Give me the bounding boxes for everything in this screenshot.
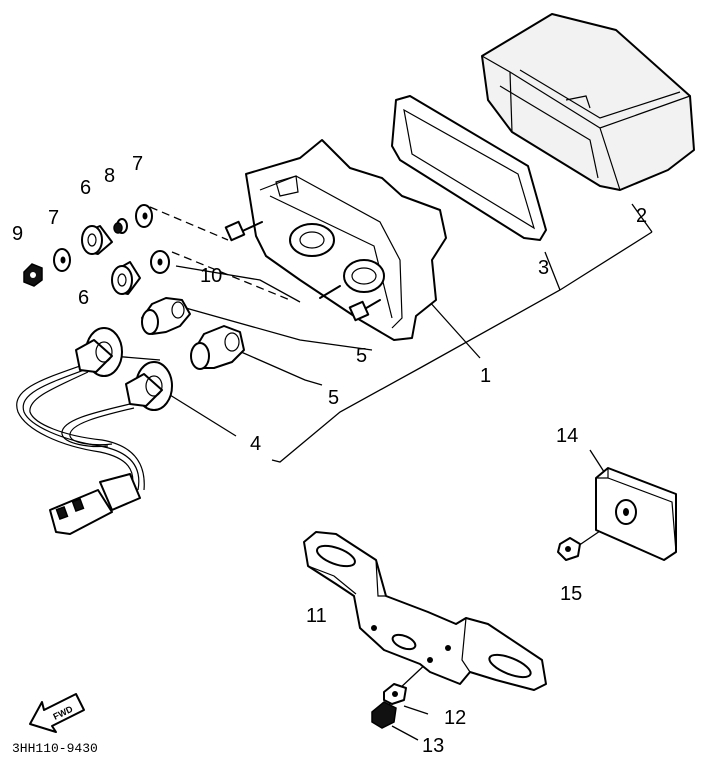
nut-part-9 bbox=[23, 263, 43, 287]
nut-part-15 bbox=[557, 537, 581, 561]
socket-upper bbox=[75, 327, 123, 377]
callout-5b: 5 bbox=[328, 387, 339, 409]
bulb-upper bbox=[141, 297, 191, 335]
nut-part-13 bbox=[371, 701, 397, 729]
socket-harness-part-4 bbox=[16, 327, 173, 535]
washer-part-7b bbox=[135, 204, 153, 228]
callout-1: 1 bbox=[480, 365, 491, 387]
washer-part-7 bbox=[53, 248, 71, 272]
callout-9: 9 bbox=[12, 223, 23, 245]
callout-7a: 7 bbox=[48, 207, 59, 229]
tail-light-housing bbox=[224, 139, 447, 341]
callout-6a: 6 bbox=[80, 177, 91, 199]
callout-12: 12 bbox=[444, 707, 466, 729]
tail-lens bbox=[481, 13, 695, 191]
callout-10: 10 bbox=[200, 265, 222, 287]
reflector-part-14 bbox=[595, 467, 677, 561]
callout-15: 15 bbox=[560, 583, 582, 605]
washer-part-12 bbox=[383, 683, 407, 705]
callout-7b: 7 bbox=[132, 153, 143, 175]
grommet-part-6 bbox=[81, 225, 113, 255]
callout-13: 13 bbox=[422, 735, 444, 757]
callout-2: 2 bbox=[636, 205, 647, 227]
grommet-part-6b bbox=[111, 261, 141, 295]
callout-14: 14 bbox=[556, 425, 578, 447]
callout-5a: 5 bbox=[356, 345, 367, 367]
callout-4: 4 bbox=[250, 433, 261, 455]
forward-direction-arrow: FWD bbox=[29, 693, 85, 733]
bulbs-part-5 bbox=[141, 297, 245, 370]
bulb-lower bbox=[190, 325, 245, 370]
wire-connector bbox=[49, 473, 141, 535]
callout-3: 3 bbox=[538, 257, 549, 279]
callout-numbers: 1 2 3 4 5 5 6 6 7 7 8 9 10 11 12 13 14 1… bbox=[12, 153, 647, 757]
callout-11: 11 bbox=[306, 605, 327, 627]
license-bracket-part-11 bbox=[303, 531, 547, 691]
grommets-washers-nuts bbox=[23, 204, 170, 295]
socket-lower bbox=[125, 361, 173, 411]
collar-part-8 bbox=[113, 218, 128, 234]
washer-part-10 bbox=[150, 250, 170, 274]
callout-8: 8 bbox=[104, 165, 115, 187]
lens-gasket bbox=[391, 95, 547, 241]
callout-6b: 6 bbox=[78, 287, 89, 309]
diagram-code: 3HH110-9430 bbox=[12, 741, 98, 756]
